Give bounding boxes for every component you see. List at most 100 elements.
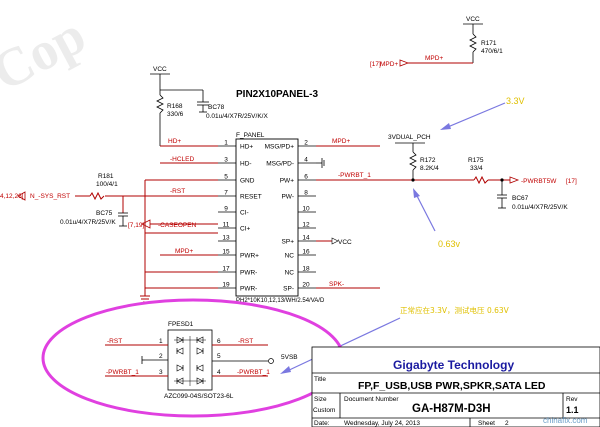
pin-number-left: 19 bbox=[222, 282, 230, 289]
r181-bc75-group: 4,12,26] N_-SYS_RST R181 100/4/1 BC75 0.… bbox=[0, 173, 128, 227]
vcc-label-top: VCC bbox=[466, 16, 480, 23]
net-sys-rst: N_-SYS_RST bbox=[30, 193, 70, 200]
date-label: Date: bbox=[314, 420, 330, 427]
net-vdual: 3VDUAL_PCH bbox=[388, 134, 431, 141]
mpd-net-top: MPD+ bbox=[425, 55, 443, 62]
pin-number-right: 14 bbox=[302, 235, 310, 242]
net-caseopen: -CASEOPEN bbox=[158, 222, 197, 229]
diode-symbol bbox=[176, 347, 184, 355]
net-pwrbt5w-ref: [17] bbox=[566, 178, 577, 185]
mpd-plus-top-left: MPD+ bbox=[380, 61, 398, 68]
pin-number-right: 8 bbox=[304, 190, 308, 197]
diode-symbol bbox=[196, 364, 204, 372]
net-pwrbt5w: -PWRBT5W bbox=[521, 178, 557, 185]
pin-name-left: PWR+ bbox=[240, 253, 259, 260]
pin-number-left: 17 bbox=[222, 266, 230, 273]
r171-ref: R171 bbox=[481, 40, 497, 47]
pin-number-left: 15 bbox=[222, 249, 230, 256]
pin-name-right: PW- bbox=[281, 194, 294, 201]
bc67-val: 0.01u/4/X7R/25V/K bbox=[512, 204, 568, 211]
docnum-label: Document Number bbox=[344, 396, 399, 403]
pin-name-right: PW+ bbox=[280, 178, 294, 185]
company-name: Gigabyte Technology bbox=[393, 358, 514, 372]
fpesd-left-pin-1: 1 bbox=[159, 338, 163, 345]
pin-name-left: PWR- bbox=[240, 270, 257, 277]
pin-number-left: 11 bbox=[223, 222, 230, 229]
f-panel-connector: F_PANEL PH2*10K10,12,13/WH/2.54/VA/D 1HD… bbox=[218, 132, 325, 304]
pin-name-left: HD+ bbox=[240, 144, 253, 151]
size-label: Size bbox=[314, 396, 327, 403]
bc78-val: 0.01u/4/X7R/25V/K/X bbox=[206, 113, 268, 120]
r181-val: 100/4/1 bbox=[96, 181, 118, 188]
net-caseopen-ref: [7,19] bbox=[128, 222, 144, 229]
fpesd-right-net-6: -RST bbox=[238, 338, 253, 345]
fpesd-right-pin-5: 5 bbox=[217, 353, 221, 360]
r181-ref: R181 bbox=[98, 173, 114, 180]
bc75-val: 0.01u/4/X7R/25V/K bbox=[60, 219, 116, 226]
r168-ref: R168 bbox=[167, 103, 183, 110]
pin-number-right: 10 bbox=[302, 206, 310, 213]
vcc-label-r168: VCC bbox=[153, 66, 167, 73]
pin-number-left: 5 bbox=[224, 174, 228, 181]
pin-number-right: 2 bbox=[304, 140, 308, 147]
fpesd-right-net-5: 5VSB bbox=[281, 354, 298, 361]
r168-val: 330/6 bbox=[167, 111, 184, 118]
pin-name-right: MSG/PD- bbox=[266, 161, 294, 168]
pin-name-right: SP- bbox=[283, 286, 294, 293]
pin-number-right: 18 bbox=[302, 266, 310, 273]
r172-val: 8.2K/4 bbox=[420, 165, 439, 172]
pin-number-left: 7 bbox=[224, 190, 228, 197]
pin-number-left: 9 bbox=[224, 206, 228, 213]
esd-diode-array bbox=[174, 336, 206, 386]
rev-value: 1.1 bbox=[566, 405, 579, 415]
fpesd-right-pin-4: 4 bbox=[217, 369, 221, 376]
pin-name-left: RESET bbox=[240, 194, 262, 201]
net-spk: SPK- bbox=[329, 281, 344, 288]
left-wiring: HD+ -HCLED MPD+ -RST -CASEOPEN [7,19] bbox=[105, 138, 218, 303]
net-hcled: -HCLED bbox=[170, 156, 195, 163]
connector-title: PIN2X10PANEL-3 bbox=[236, 89, 319, 100]
watermark-text: Cop bbox=[0, 4, 95, 102]
corner-watermark: chinafix.com bbox=[543, 416, 588, 425]
diode-symbol bbox=[196, 347, 204, 355]
docnum-text: GA-H87M-D3H bbox=[412, 403, 491, 415]
rev-label: Rev bbox=[566, 396, 578, 403]
title-label: Title bbox=[314, 376, 326, 383]
mpd-ref-top: [17] bbox=[370, 61, 381, 68]
bc75-ref: BC75 bbox=[96, 210, 113, 217]
fpesd-right-pin-6: 6 bbox=[217, 338, 221, 345]
pin-number-left: 3 bbox=[224, 157, 228, 164]
bc67-ref: BC67 bbox=[512, 195, 529, 202]
r175-ref: R175 bbox=[468, 157, 484, 164]
connector-part: PH2*10K10,12,13/WH/2.54/VA/D bbox=[236, 298, 325, 304]
title-text: FP,F_USB,USB PWR,SPKR,SATA LED bbox=[358, 380, 546, 392]
fpesd-ref: FPESD1 bbox=[168, 321, 194, 328]
pin-number-left: 13 bbox=[222, 235, 230, 242]
fpesd1-group: FPESD1 AZC099-04S/SOT23-6L -RST -PWRBT_1… bbox=[41, 298, 345, 418]
net-pwrbt: -PWRBT_1 bbox=[338, 172, 371, 179]
custom-label: Custom bbox=[313, 407, 335, 414]
net-rst: -RST bbox=[170, 188, 185, 195]
fpesd-left-pin-2: 2 bbox=[159, 353, 163, 360]
connector-ref: F_PANEL bbox=[236, 132, 265, 139]
date-value: Wednesday, July 24, 2013 bbox=[344, 420, 420, 427]
bc78-ref: BC78 bbox=[208, 104, 225, 111]
pin-number-left: 1 bbox=[224, 140, 228, 147]
r172-r175-bc67-group: 3VDUAL_PCH R172 8.2K/4 R175 33/4 -PWRBT5… bbox=[388, 134, 577, 211]
fpesd-left-pin-3: 3 bbox=[159, 369, 163, 376]
title-block: Gigabyte Technology Title FP,F_USB,USB P… bbox=[311, 346, 600, 427]
fpesd-part: AZC099-04S/SOT23-6L bbox=[164, 393, 234, 400]
annotation-063v: 0.63v bbox=[438, 239, 461, 249]
r168-bc78-group: VCC R168 330/6 BC78 0.01u/4/X7R/25V/K/X bbox=[150, 66, 268, 146]
net-sys-rst-ref: 4,12,26] bbox=[0, 193, 24, 200]
pin-number-right: 6 bbox=[304, 174, 308, 181]
fpesd-left-net-3: -PWRBT_1 bbox=[106, 369, 139, 376]
fpesd-left-net-1: -RST bbox=[107, 338, 122, 345]
diode-symbol bbox=[176, 364, 184, 372]
pin-name-right: NC bbox=[285, 253, 295, 260]
r171-val: 470/6/1 bbox=[481, 48, 503, 55]
pin-number-right: 20 bbox=[302, 282, 310, 289]
annotations: 3.3V 0.63v 正常应在3.3V，测试电压 0.63V bbox=[280, 96, 525, 374]
pin-number-right: 4 bbox=[304, 157, 308, 164]
